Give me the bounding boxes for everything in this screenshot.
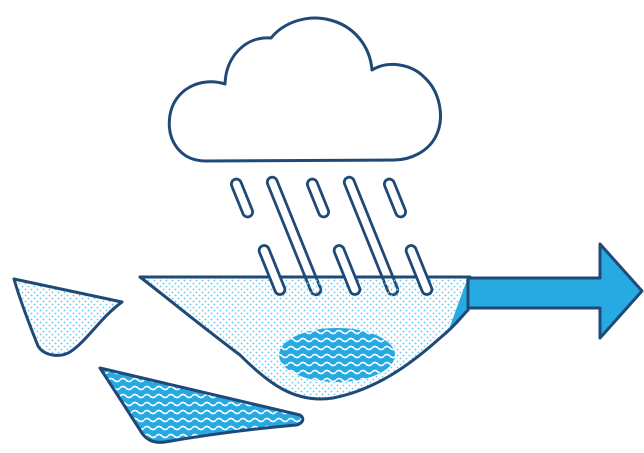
rain-streak [383, 178, 407, 219]
rock-fragment [14, 279, 122, 355]
cloud-icon [169, 18, 440, 161]
rain-streak [230, 178, 254, 219]
groundwater-pool [279, 328, 395, 382]
outflow-arrow [468, 244, 642, 338]
rain-streak [306, 178, 330, 219]
